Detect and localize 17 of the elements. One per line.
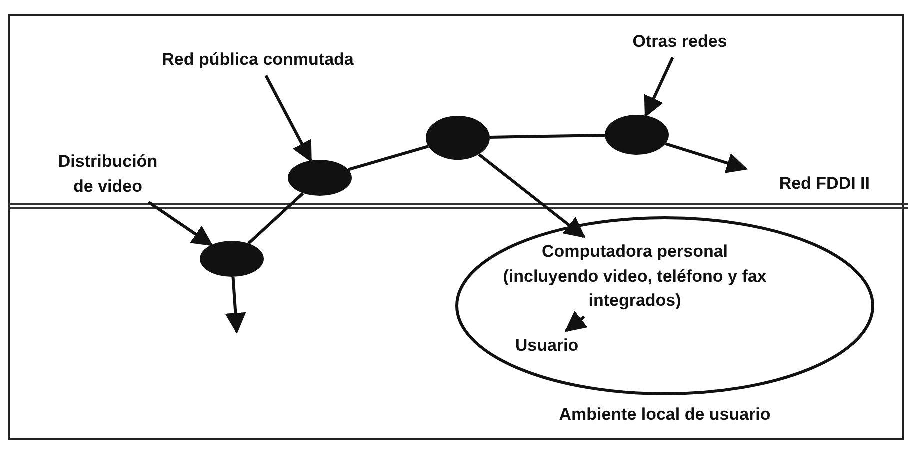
connector-arrow: [564, 311, 588, 332]
network-node: [288, 160, 352, 196]
connector-arrow: [665, 142, 748, 174]
network-node: [200, 241, 264, 277]
connector-arrow: [478, 153, 586, 238]
connector-arrow: [264, 74, 312, 163]
node-label: Red pública conmutada: [118, 48, 398, 73]
node-label: Computadora personal (incluyendo video, teléfono y fax integrados): [500, 240, 770, 314]
node-label: Usuario: [507, 334, 587, 359]
connector-arrow: [644, 57, 674, 118]
network-node: [605, 115, 669, 155]
node-label: Otras redes: [610, 30, 750, 55]
node-label: Red FDDI II: [720, 172, 870, 197]
connector-arrow: [225, 276, 246, 334]
network-node: [426, 116, 490, 160]
node-label: Distribución de video: [48, 150, 168, 200]
connector-arrow: [148, 201, 214, 246]
